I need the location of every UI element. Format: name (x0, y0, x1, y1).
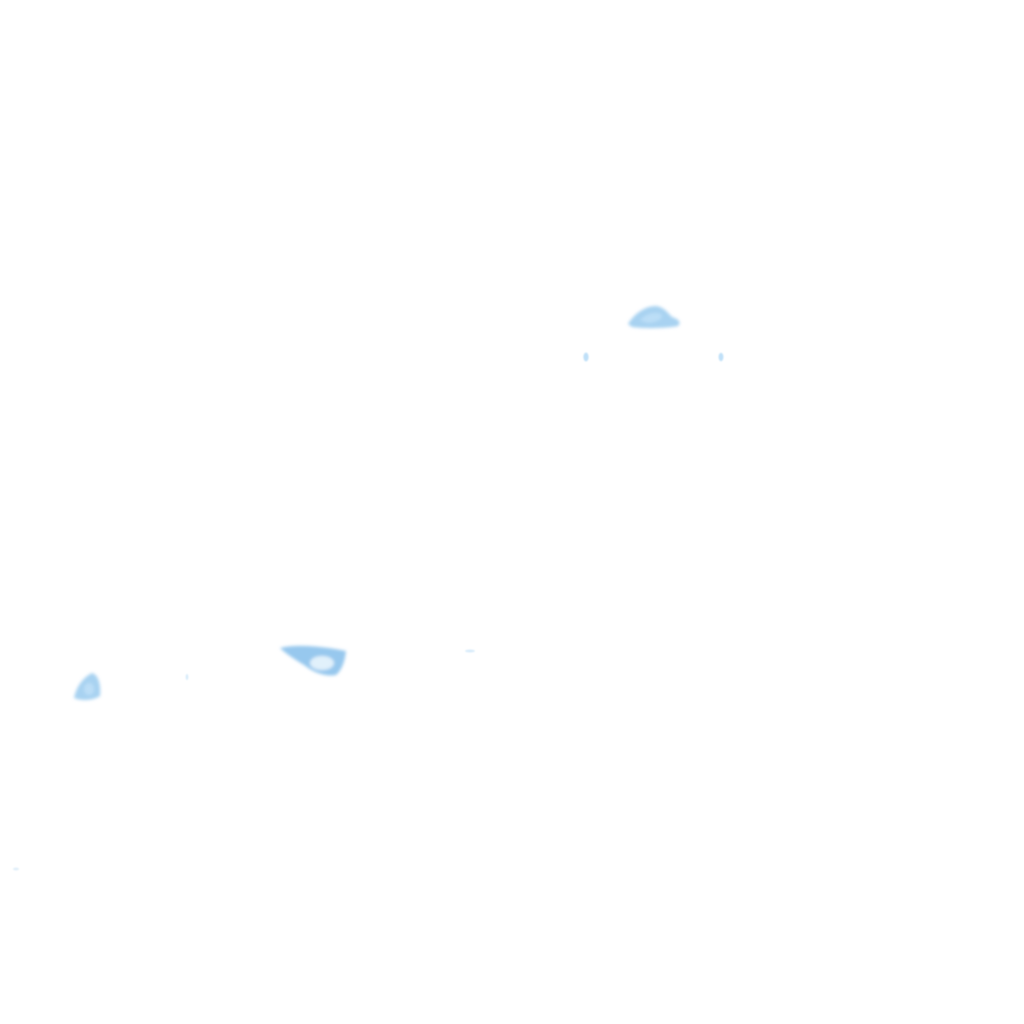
blue-droplet (185, 674, 189, 680)
blue-splash-upper-highlight (640, 312, 662, 323)
blue-droplet (465, 649, 475, 653)
blue-droplet (13, 867, 19, 871)
blue-splash-lower-left-highlight (84, 683, 94, 695)
blue-droplet (583, 352, 589, 362)
blue-droplet (718, 352, 724, 362)
blue-splash-lower-middle-highlight (310, 656, 334, 670)
